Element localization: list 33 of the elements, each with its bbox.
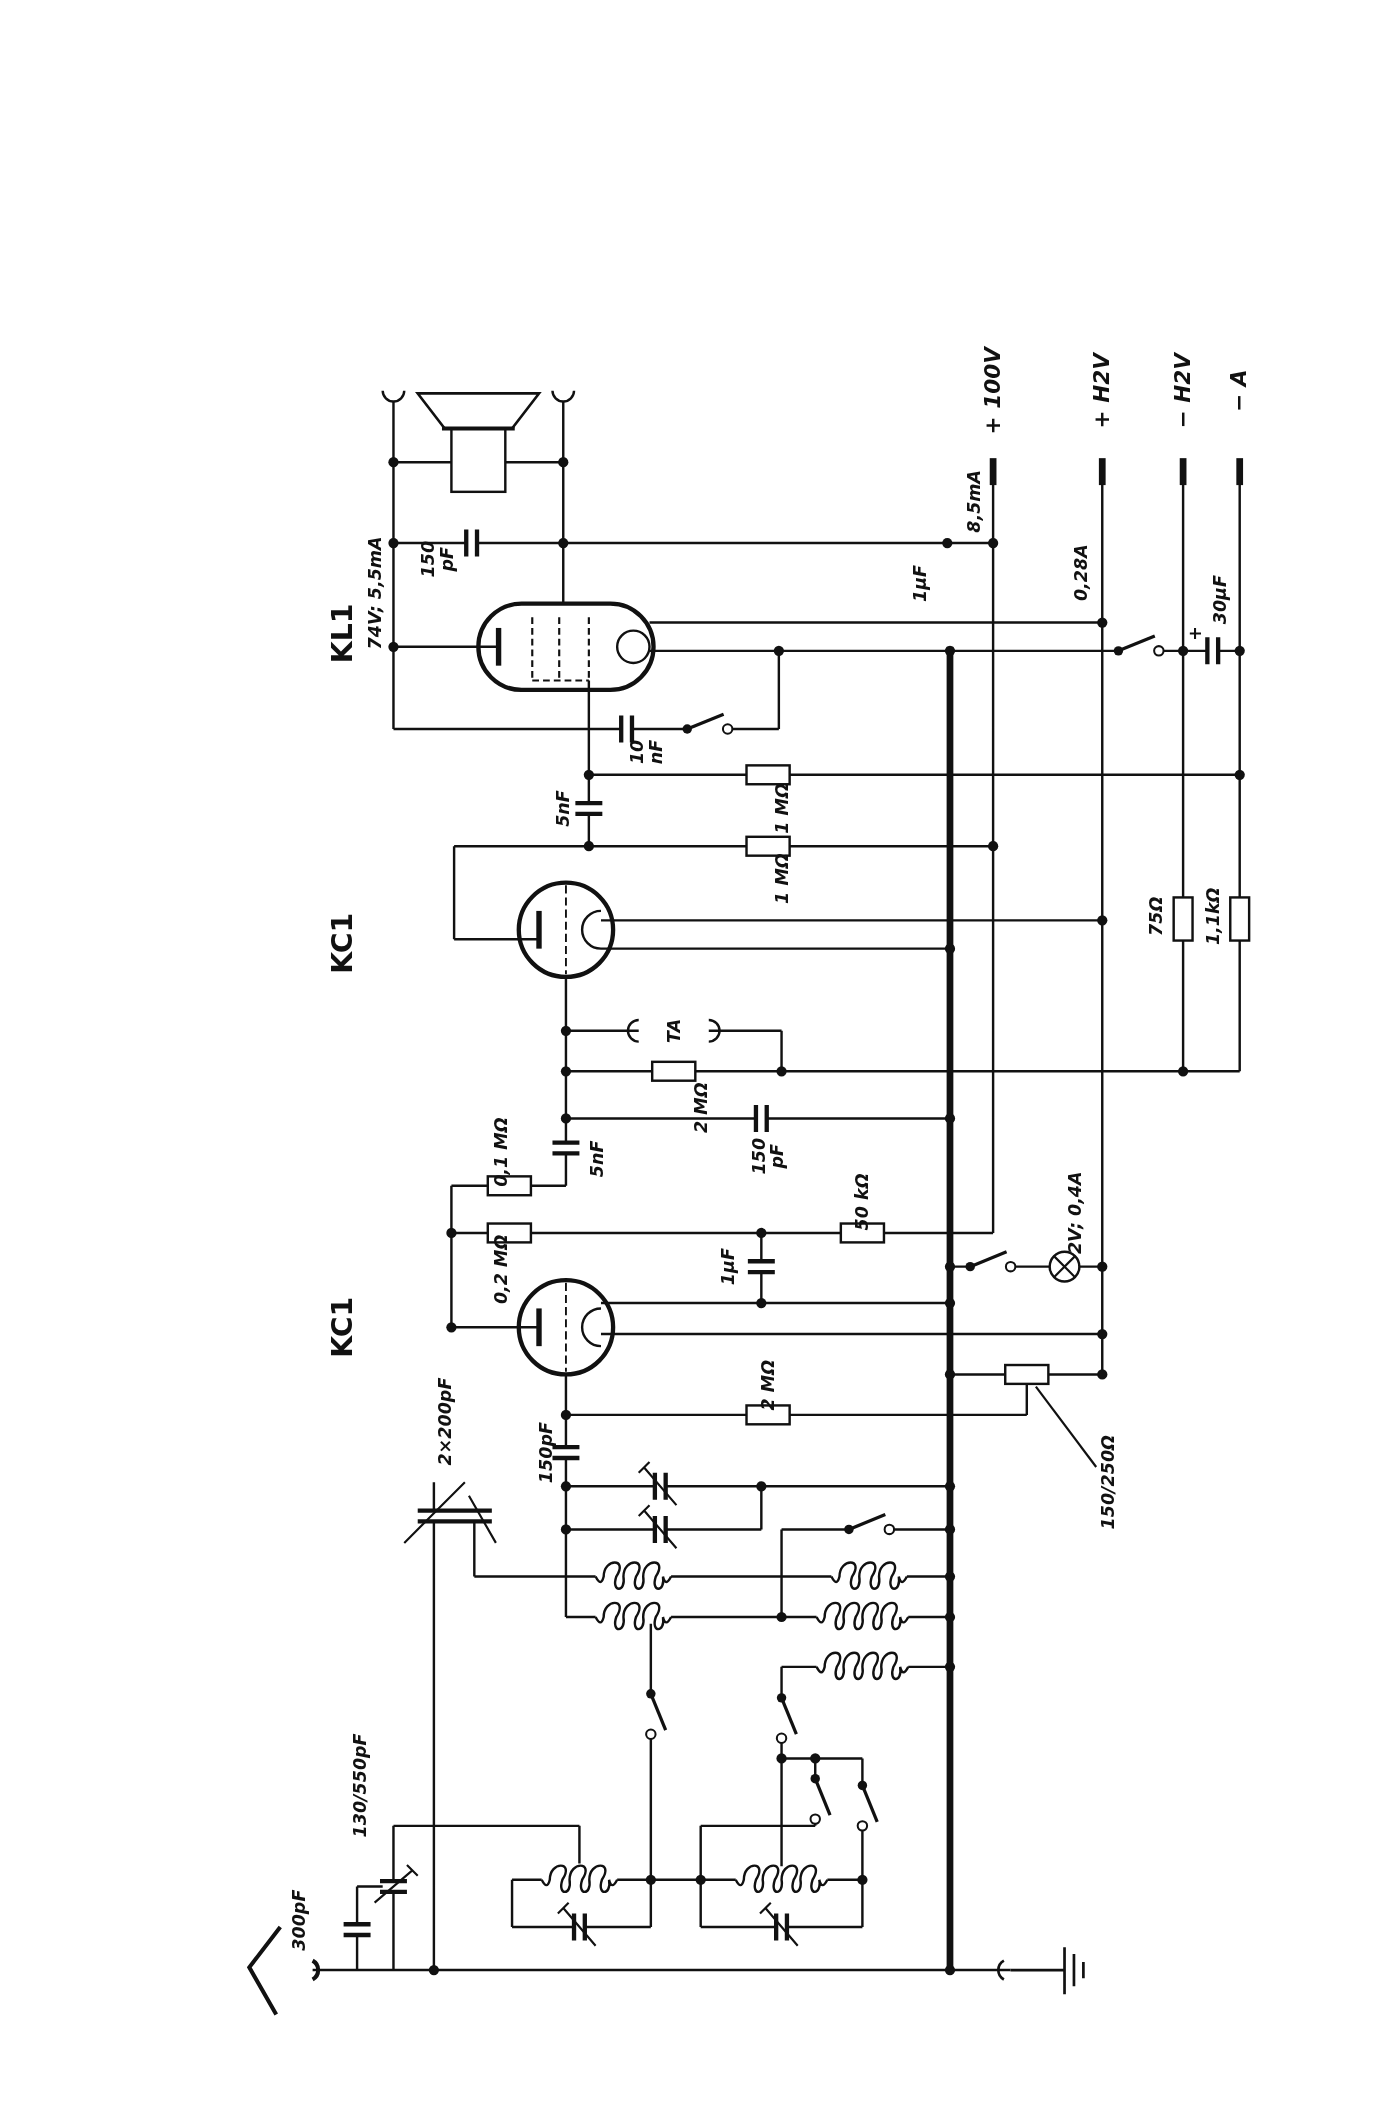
component-value: 1µF (718, 1248, 737, 1286)
current-value: 8,5mA (965, 469, 983, 533)
tube-label: KC1 (329, 912, 358, 974)
earphone-label: TA (665, 1018, 683, 1043)
component-value: 2×200pF (435, 1377, 454, 1466)
component-value: 150pF (537, 1422, 555, 1484)
lamp-rating: 2V; 0,4A (1066, 1171, 1085, 1255)
leader-line (1035, 1385, 1098, 1468)
polarity-mark: + (1186, 626, 1204, 641)
component-value: 0,2 MΩ (492, 1234, 511, 1305)
component-value: 1,1kΩ (1204, 887, 1222, 946)
terminal-label: − A (1228, 369, 1251, 412)
component-value: 2 MΩ (691, 1082, 710, 1133)
component-value: 10 nF (628, 739, 666, 765)
potentiometer-symbol (1004, 1363, 1050, 1386)
component-value: 75Ω (1147, 896, 1165, 936)
component-value: 30µF (1210, 575, 1229, 625)
current-value: 0,28A (1071, 544, 1090, 602)
terminal-label: − H2V (1172, 353, 1194, 429)
tube-rating: 74V; 5,5mA (365, 536, 384, 650)
terminal-label: + H2V (1091, 353, 1114, 429)
component-value: 150/250Ω (1098, 1435, 1117, 1530)
terminal-label: + 100V (982, 347, 1004, 435)
component-value: 300pF (290, 1889, 308, 1951)
component-value: 1 MΩ (772, 783, 791, 834)
component-value: 5nF (554, 790, 572, 827)
tube-label: KL1 (329, 603, 358, 664)
component-value: 1 MΩ (772, 853, 791, 904)
component-value: 1µF (911, 564, 930, 602)
tube-label: KC1 (329, 1296, 358, 1358)
component-value: 130/550pF (351, 1733, 369, 1838)
component-value: 150 pF (749, 1137, 787, 1175)
component-value: 5nF (588, 1140, 606, 1178)
